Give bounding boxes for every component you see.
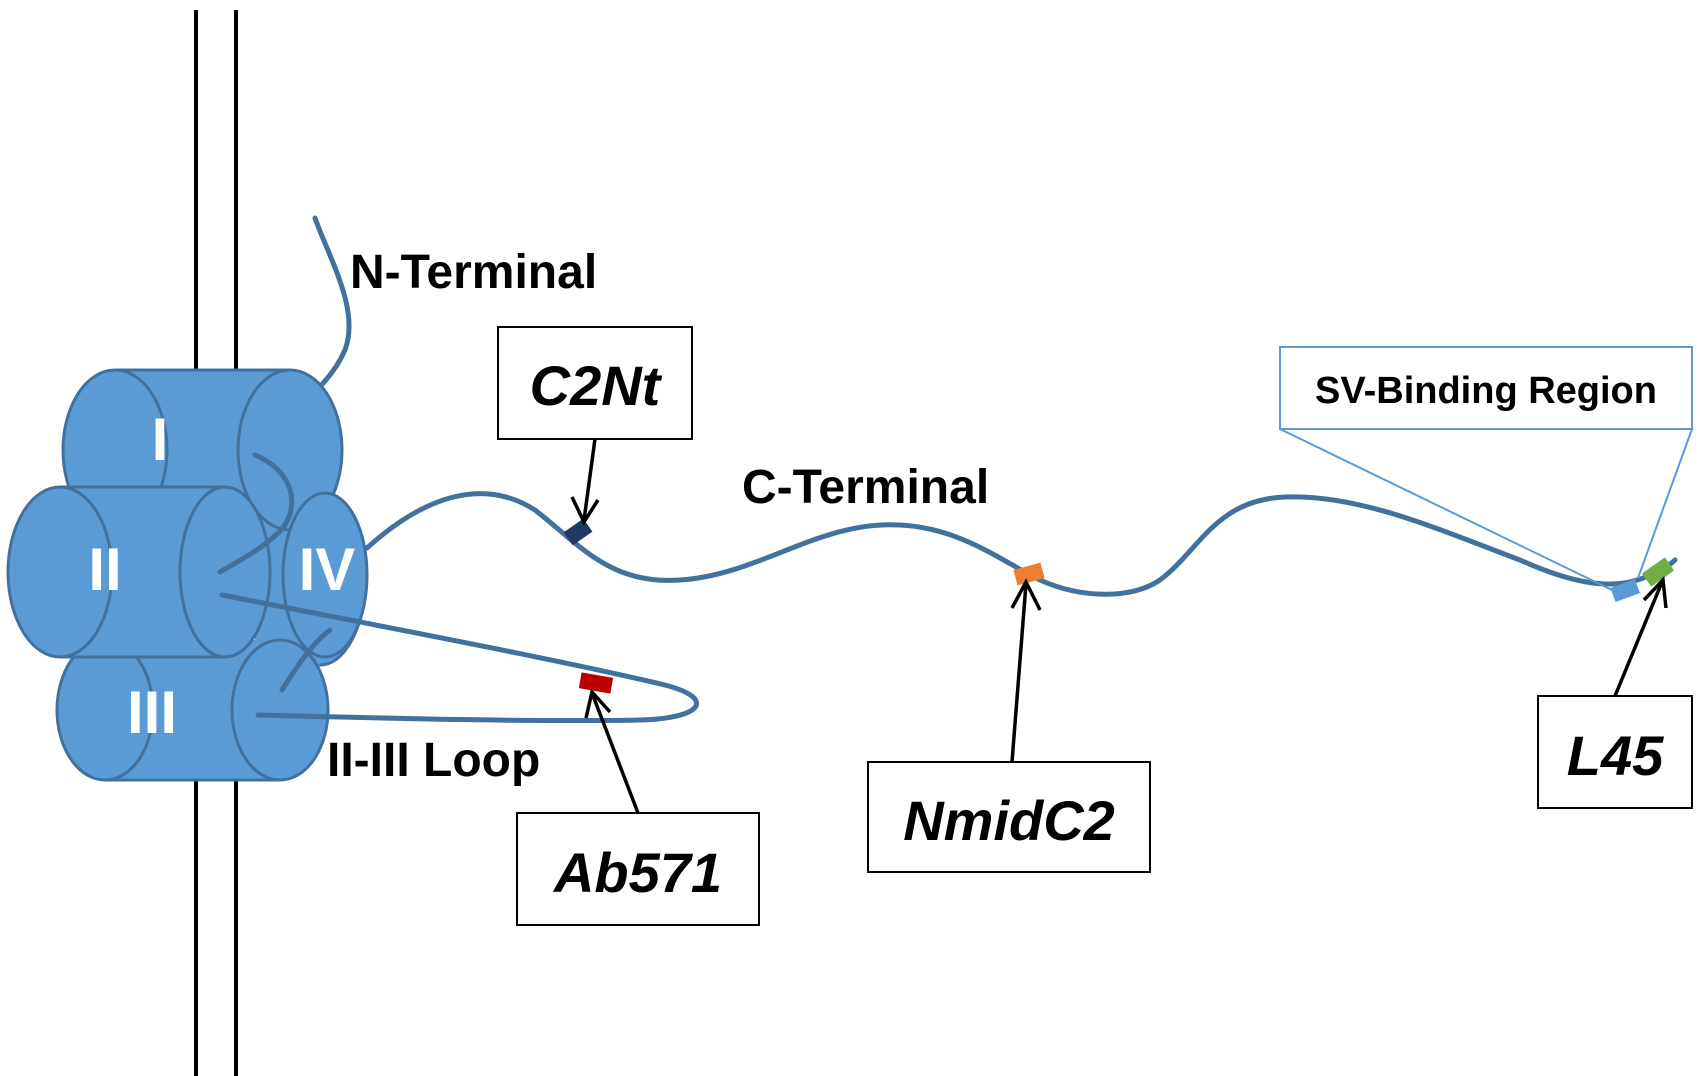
domain-iv-label: IV xyxy=(299,536,356,603)
ab571-label: Ab571 xyxy=(552,841,722,904)
ab571-arrow xyxy=(590,692,640,814)
nmidc2-site xyxy=(1013,562,1045,586)
c2nt-label: C2Nt xyxy=(530,354,663,417)
domain-iii-label: III xyxy=(127,679,177,746)
sv-callout-line-right xyxy=(1637,428,1693,579)
c2nt-arrowhead xyxy=(570,496,600,526)
c-terminal-label: C-Terminal xyxy=(742,461,989,514)
n-terminal-label: N-Terminal xyxy=(350,246,597,299)
nmidc2-arrow xyxy=(1010,583,1028,763)
c2nt-box xyxy=(497,326,693,440)
l45-label: L45 xyxy=(1567,724,1664,787)
domain-i-label: I xyxy=(152,406,169,473)
sv-site xyxy=(1610,578,1640,602)
c-terminal-chain xyxy=(364,491,1678,597)
l45-arrowhead xyxy=(1642,576,1668,609)
chain-internal-2 xyxy=(279,627,333,693)
sv-binding-label: SV-Binding Region xyxy=(1315,370,1657,412)
ii-iii-loop-label: II-III Loop xyxy=(327,734,540,787)
c2nt-arrow xyxy=(582,438,597,521)
l45-arrow xyxy=(1613,581,1664,697)
ab571-site xyxy=(578,672,614,694)
c2nt-site xyxy=(563,518,593,546)
chain-internal-1 xyxy=(217,452,295,575)
sv-binding-box xyxy=(1279,346,1693,430)
domain-ii-label: II xyxy=(88,536,121,603)
ab571-arrowhead xyxy=(584,688,612,719)
domain-ii xyxy=(6,485,272,659)
ii-iii-loop xyxy=(219,592,700,724)
sv-callout-line-left xyxy=(1279,428,1613,591)
domain-iv-face xyxy=(281,491,369,659)
nmidc2-box xyxy=(867,761,1151,873)
nmidc2-arrowhead xyxy=(1010,578,1042,611)
nmidc2-label: NmidC2 xyxy=(903,789,1115,852)
ab571-box xyxy=(516,812,760,926)
l45-site xyxy=(1641,557,1675,587)
domain-iii xyxy=(55,638,330,782)
